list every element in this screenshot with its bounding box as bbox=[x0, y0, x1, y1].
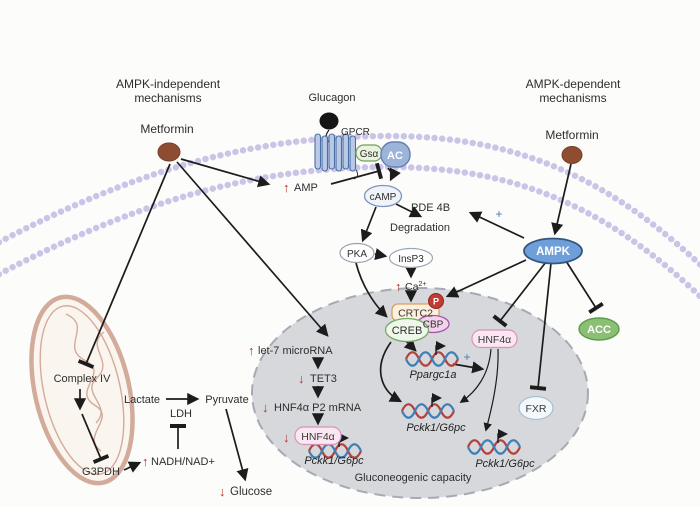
mitochondrion bbox=[29, 294, 135, 486]
pckk1-right-label: Pckk1/G6pc bbox=[475, 458, 535, 470]
cbp-label: CBP bbox=[423, 320, 444, 331]
title-left-line1: AMPK-independent bbox=[116, 77, 221, 91]
let7-up-arrow: ↑ bbox=[248, 343, 255, 358]
ppargc1a-plus-sign: + bbox=[463, 350, 470, 364]
hnf4a-left-label: HNF4α bbox=[301, 431, 335, 443]
crtc2-label: CRTC2 bbox=[398, 308, 433, 320]
gpcr-label: GPCR bbox=[341, 127, 370, 138]
pckk1-left-label: Pckk1/G6pc bbox=[304, 455, 364, 467]
hnf4a-left-down-arrow: ↓ bbox=[283, 430, 290, 445]
edge-camp-to-degradation bbox=[395, 203, 423, 218]
metformin-right-dot bbox=[561, 146, 583, 164]
phospho-badge bbox=[428, 293, 444, 309]
phospho-label: P bbox=[433, 297, 439, 307]
edge-creb-to-pckk1 bbox=[379, 341, 403, 403]
tet3-label: TET3 bbox=[310, 373, 337, 385]
creb-label: CREB bbox=[392, 325, 423, 337]
edge-metformin-to-ampk bbox=[551, 163, 572, 236]
edge-metformin-inhibits-complexiv bbox=[77, 163, 171, 369]
membrane-inner-leaflet bbox=[0, 163, 700, 301]
edge-pka-to-insp3 bbox=[374, 248, 388, 261]
title-right-line1: AMPK-dependent bbox=[526, 77, 621, 91]
camp-node bbox=[363, 184, 403, 208]
edge-to-g3pdh bbox=[81, 413, 110, 464]
ac-enzyme bbox=[380, 141, 411, 168]
insp3-node bbox=[388, 247, 434, 269]
amp-label: AMP bbox=[294, 182, 318, 194]
pyruvate-label: Pyruvate bbox=[205, 394, 248, 406]
gpcr-receptor-icon bbox=[314, 133, 359, 180]
edge-ampk-activates-pde4b bbox=[468, 211, 525, 239]
gluconeogenic-capacity-label: Gluconeogenic capacity bbox=[355, 472, 472, 484]
pka-node bbox=[339, 242, 375, 264]
camp-label: cAMP bbox=[370, 192, 397, 203]
metformin-right-label: Metformin bbox=[545, 128, 598, 142]
ca-label: Ca2+ bbox=[405, 281, 426, 293]
edge-metformin-to-amp bbox=[180, 158, 271, 188]
metformin-left-dot bbox=[157, 142, 181, 162]
pde4b-label: PDE 4B bbox=[411, 202, 450, 214]
g3pdh-label: G3PDH bbox=[82, 466, 120, 478]
cristae bbox=[65, 313, 103, 452]
hnf4a-right-node bbox=[471, 329, 518, 349]
ampk-node bbox=[523, 237, 583, 265]
ac-label: AC bbox=[387, 150, 403, 162]
let7-label: let-7 microRNA bbox=[258, 345, 333, 357]
ampk-label: AMPK bbox=[536, 246, 571, 258]
creb-node bbox=[384, 317, 430, 343]
pckk1-center-label: Pckk1/G6pc bbox=[406, 422, 466, 434]
edge-pyruvate-to-glucose bbox=[225, 408, 249, 482]
edge-pka-to-creb bbox=[355, 262, 388, 318]
lactate-label: Lactate bbox=[124, 394, 160, 406]
degradation-label: Degradation bbox=[390, 222, 450, 234]
edge-camp-to-pka bbox=[360, 206, 377, 243]
hnf4a-p2-mrna-label: HNF4α P2 mRNA bbox=[274, 402, 362, 414]
cristae bbox=[91, 331, 105, 424]
edge-metformin-to-let7 bbox=[176, 161, 329, 337]
title-right-line2: mechanisms bbox=[539, 91, 606, 105]
edge-ampk-inhibits-hnf4a bbox=[492, 261, 547, 328]
metformin-left-label: Metformin bbox=[140, 122, 193, 136]
p2mrna-down-arrow: ↓ bbox=[262, 400, 269, 415]
ldh-label: LDH bbox=[170, 408, 192, 420]
ca-up-arrow: ↑ bbox=[395, 279, 402, 294]
amp-up-arrow: ↑ bbox=[283, 180, 290, 195]
edge-amp-inhibits-ac bbox=[330, 162, 383, 185]
nadh-up-arrow: ↑ bbox=[142, 454, 149, 469]
glucagon-ligand bbox=[319, 112, 339, 130]
edge-creb-to-ppargc1a bbox=[403, 338, 417, 352]
complex-iv-label: Complex IV bbox=[54, 373, 112, 385]
ppargc1a-label: Ppargc1a bbox=[409, 369, 456, 381]
edge-ppargc1a-plus bbox=[452, 361, 485, 374]
glucagon-label: Glucagon bbox=[308, 92, 355, 104]
acc-node bbox=[578, 317, 620, 341]
insp3-label: InsP3 bbox=[398, 254, 424, 265]
fxr-label: FXR bbox=[526, 403, 547, 415]
tet3-down-arrow: ↓ bbox=[298, 371, 305, 386]
fxr-node bbox=[518, 395, 554, 421]
acc-label: ACC bbox=[587, 324, 611, 336]
pde4b-plus-sign: + bbox=[495, 207, 502, 221]
edge-hnf4a-to-pckk1-right bbox=[483, 348, 499, 432]
pka-label: PKA bbox=[347, 249, 367, 260]
hnf4a-right-label: HNF4α bbox=[478, 334, 512, 346]
edge-g3pdh-to-nadh bbox=[123, 461, 142, 473]
edge-ampk-inhibits-fxr bbox=[529, 262, 552, 391]
edge-ac-to-camp bbox=[387, 167, 401, 182]
gsa-label: Gsα bbox=[360, 149, 379, 160]
hnf4a-left-node bbox=[294, 426, 342, 446]
membrane-outer-leaflet bbox=[0, 132, 700, 269]
glucose-label: Glucose bbox=[230, 486, 272, 498]
edge-hnf4a-to-pckk1-center bbox=[459, 348, 492, 403]
glucose-down-arrow: ↓ bbox=[219, 484, 226, 499]
nadh-label: NADH/NAD+ bbox=[151, 456, 215, 468]
edge-ampk-to-phospho bbox=[445, 259, 527, 298]
edge-ampk-inhibits-acc bbox=[565, 260, 604, 314]
title-left-line2: mechanisms bbox=[134, 91, 201, 105]
